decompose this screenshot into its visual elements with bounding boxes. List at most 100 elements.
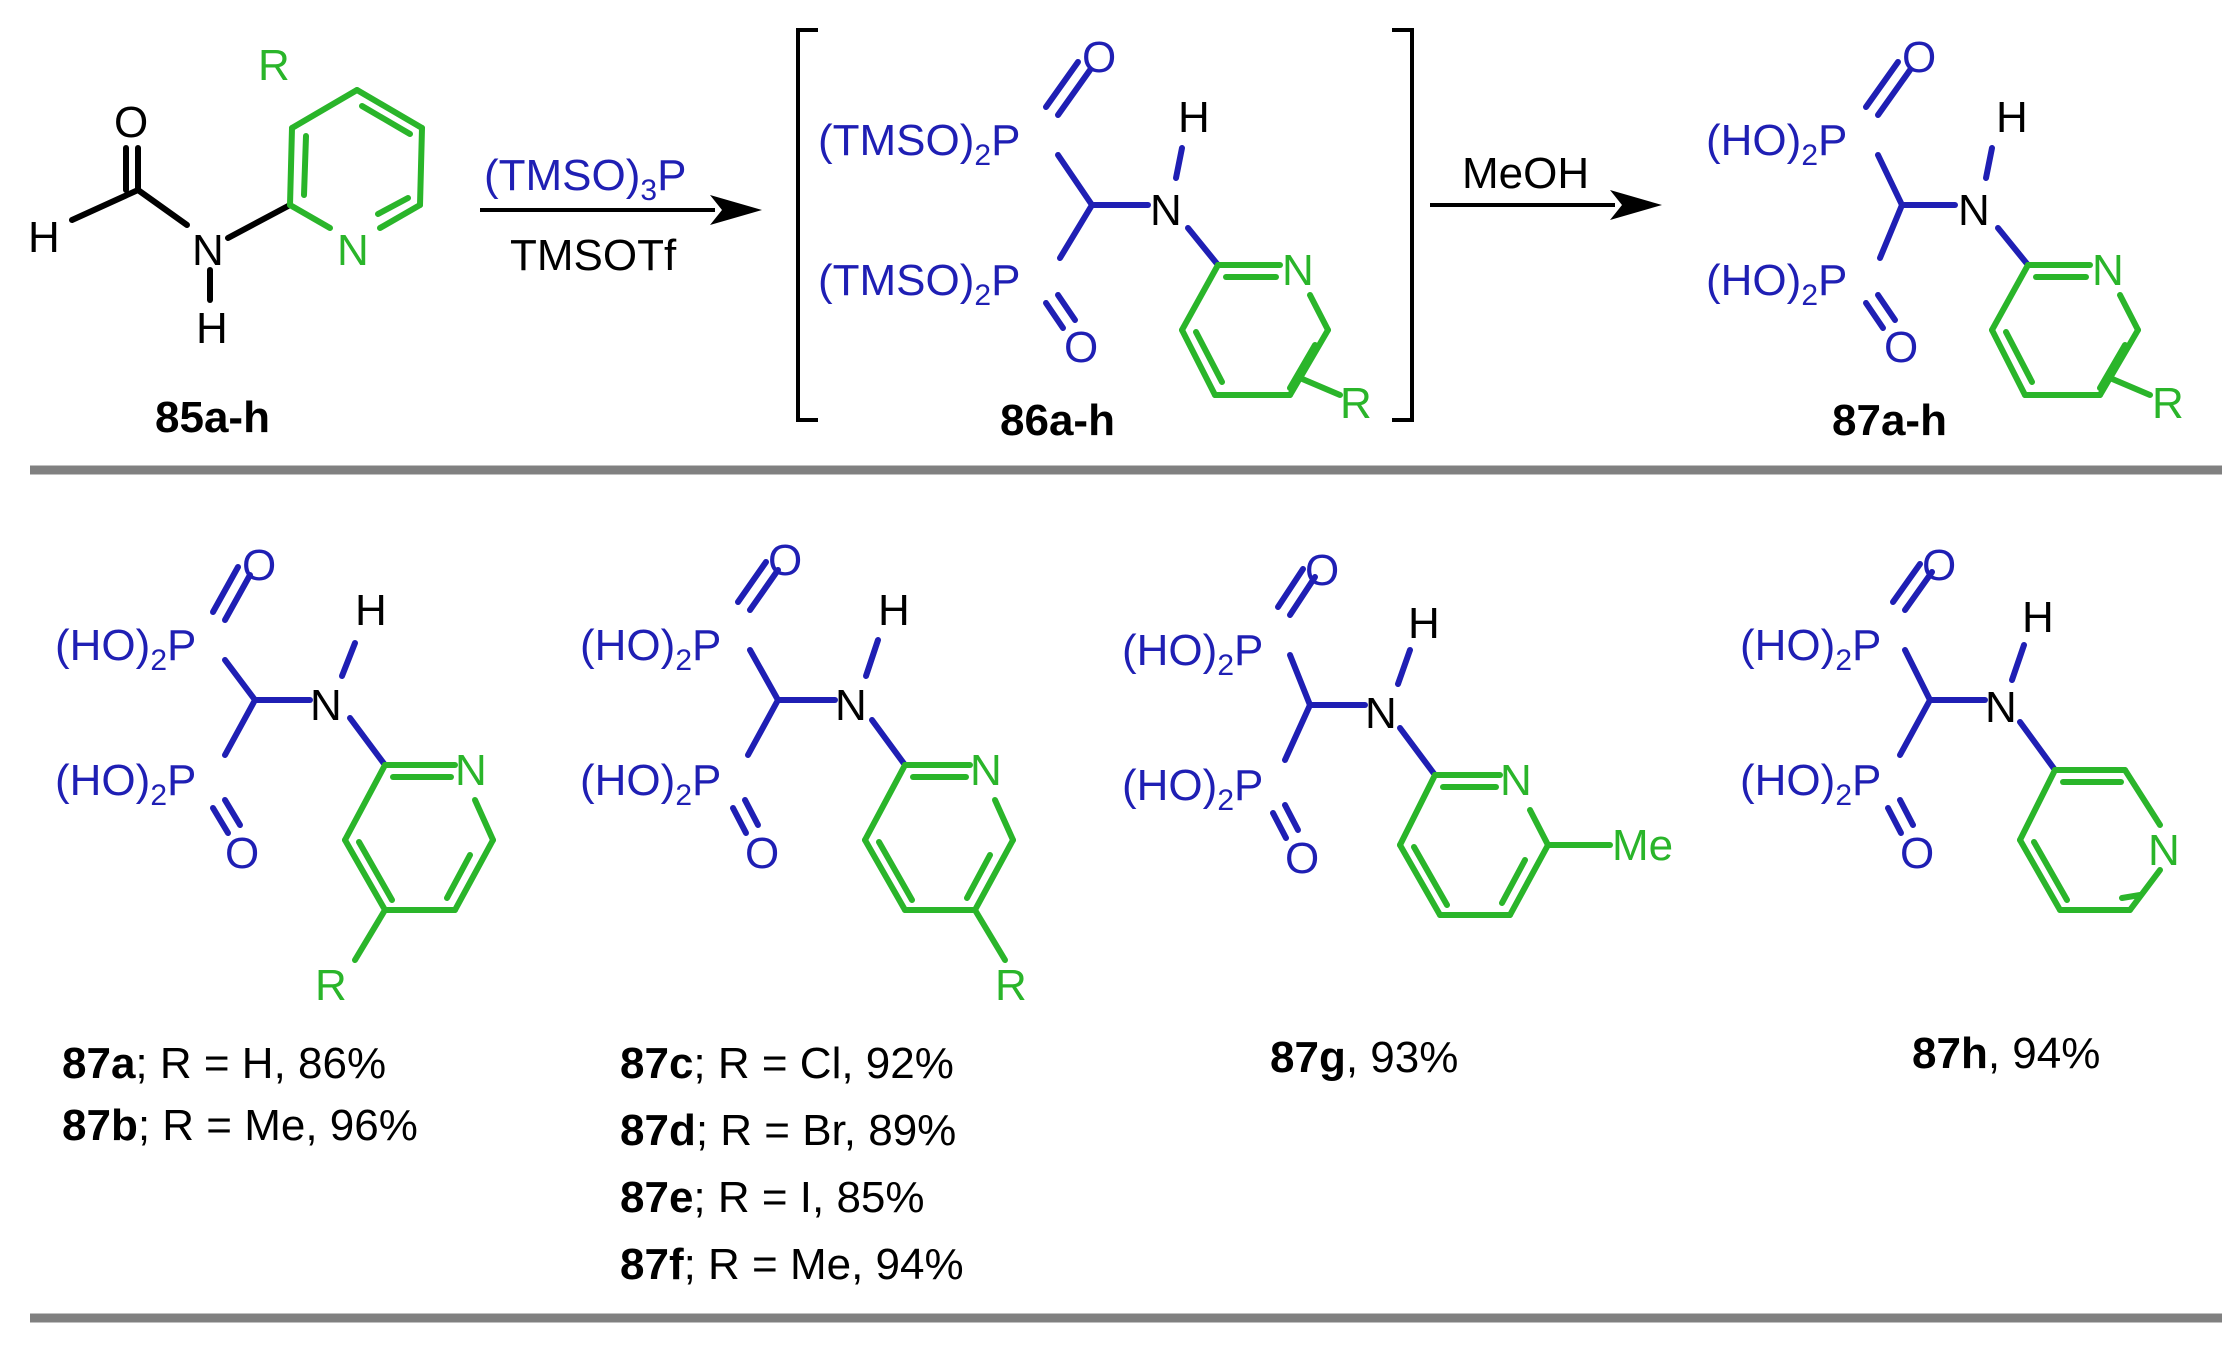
atom-r: R bbox=[2152, 379, 2184, 428]
atom-n: N bbox=[1958, 186, 1990, 235]
group-tmso: (TMSO) bbox=[818, 256, 974, 305]
compound-id: 87g bbox=[1270, 1033, 1346, 1082]
subscript-2: 2 bbox=[150, 779, 167, 812]
product-yield: ; R = I, 85% bbox=[693, 1173, 924, 1222]
atom-o: O bbox=[114, 98, 148, 147]
compound-87-general bbox=[1863, 59, 2153, 398]
atom-o: O bbox=[1900, 829, 1934, 878]
atom-p: P bbox=[991, 256, 1020, 305]
svg-text:87h, 94%: 87h, 94% bbox=[1912, 1029, 2100, 1078]
atom-h: H bbox=[355, 586, 387, 635]
atom-o: O bbox=[1902, 33, 1936, 82]
atom-p: P bbox=[1852, 621, 1881, 670]
atom-r: R bbox=[315, 961, 347, 1010]
product-yield: ; R = H, 86% bbox=[135, 1039, 386, 1088]
atom-p: P bbox=[692, 756, 721, 805]
arrow-2 bbox=[1430, 190, 1662, 220]
atom-p: P bbox=[1852, 756, 1881, 805]
atom-o: O bbox=[1285, 834, 1319, 883]
atom-h: H bbox=[1408, 599, 1440, 648]
svg-text:(HO)2P: (HO)2P bbox=[580, 621, 721, 677]
compound-label-85: 85a-h bbox=[155, 393, 270, 442]
atom-o: O bbox=[1305, 546, 1339, 595]
product-yield: ; R = Cl, 92% bbox=[693, 1039, 953, 1088]
atom-o: O bbox=[768, 536, 802, 585]
svg-text:(HO)2P: (HO)2P bbox=[55, 621, 196, 677]
group-ho: (HO) bbox=[1122, 626, 1217, 675]
compound-id: 87d bbox=[620, 1106, 696, 1155]
group-ho: (HO) bbox=[1706, 116, 1801, 165]
structure-87h bbox=[1885, 561, 2163, 913]
atom-o: O bbox=[1064, 323, 1098, 372]
atom-n: N bbox=[1365, 689, 1397, 738]
atom-o: O bbox=[745, 829, 779, 878]
group-ho: (HO) bbox=[1740, 756, 1835, 805]
atom-n: N bbox=[1282, 246, 1314, 295]
atom-p: P bbox=[1818, 116, 1847, 165]
group-ho: (HO) bbox=[580, 621, 675, 670]
product-yield: ; R = Me, 96% bbox=[138, 1101, 418, 1150]
atom-h: H bbox=[1996, 93, 2028, 142]
svg-text:87b; R = Me, 96%: 87b; R = Me, 96% bbox=[62, 1101, 418, 1150]
atom-p: P bbox=[167, 756, 196, 805]
group-ho: (HO) bbox=[580, 756, 675, 805]
atom-o: O bbox=[1922, 541, 1956, 590]
svg-text:(HO)2P: (HO)2P bbox=[580, 756, 721, 812]
svg-text:(HO)2P: (HO)2P bbox=[1706, 116, 1847, 172]
atom-n: N bbox=[835, 681, 867, 730]
reagent-p: P bbox=[657, 151, 686, 200]
atom-p: P bbox=[1234, 626, 1263, 675]
compound-id: 87h bbox=[1912, 1029, 1988, 1078]
subscript-2: 2 bbox=[1801, 279, 1818, 312]
svg-text:(HO)2P: (HO)2P bbox=[55, 756, 196, 812]
svg-text:(HO)2P: (HO)2P bbox=[1122, 761, 1263, 817]
atom-h: H bbox=[28, 213, 60, 262]
atom-p: P bbox=[692, 621, 721, 670]
subscript-2: 2 bbox=[675, 644, 692, 677]
atom-h: H bbox=[1178, 93, 1210, 142]
svg-text:87g, 93%: 87g, 93% bbox=[1270, 1033, 1458, 1082]
structure-87g bbox=[1270, 566, 1613, 918]
atom-p: P bbox=[1234, 761, 1263, 810]
svg-text:87c; R = Cl, 92%: 87c; R = Cl, 92% bbox=[620, 1039, 954, 1088]
subscript-2: 2 bbox=[1217, 784, 1234, 817]
compound-id: 87c bbox=[620, 1039, 693, 1088]
atom-n: N bbox=[1500, 756, 1532, 805]
atom-p: P bbox=[1818, 256, 1847, 305]
svg-text:(HO)2P: (HO)2P bbox=[1122, 626, 1263, 682]
reagent-subscript: 3 bbox=[640, 174, 657, 207]
product-yield: ; R = Br, 89% bbox=[696, 1106, 956, 1155]
atom-h: H bbox=[2022, 593, 2054, 642]
subscript-2: 2 bbox=[675, 779, 692, 812]
svg-text:87d; R = Br, 89%: 87d; R = Br, 89% bbox=[620, 1106, 956, 1155]
atom-h: H bbox=[196, 304, 228, 353]
atom-n: N bbox=[310, 681, 342, 730]
structure-87cf bbox=[730, 559, 1016, 963]
subscript-2: 2 bbox=[1217, 649, 1234, 682]
svg-text:87a; R = H, 86%: 87a; R = H, 86% bbox=[62, 1039, 386, 1088]
svg-text:87e; R = I, 85%: 87e; R = I, 85% bbox=[620, 1173, 925, 1222]
subscript-2: 2 bbox=[150, 644, 167, 677]
reagent-tmso: (TMSO) bbox=[484, 151, 640, 200]
subscript-2: 2 bbox=[1835, 644, 1852, 677]
subscript-2: 2 bbox=[974, 279, 991, 312]
compound-id: 87f bbox=[620, 1240, 684, 1289]
arrow-1 bbox=[480, 195, 762, 225]
group-ho: (HO) bbox=[55, 621, 150, 670]
atom-n: N bbox=[2092, 246, 2124, 295]
atom-n: N bbox=[455, 746, 487, 795]
atom-n: N bbox=[337, 226, 369, 275]
product-yield: , 94% bbox=[1988, 1029, 2101, 1078]
atom-o: O bbox=[1082, 33, 1116, 82]
compound-label-87: 87a-h bbox=[1832, 396, 1947, 445]
svg-text:(TMSO)2P: (TMSO)2P bbox=[818, 116, 1020, 172]
group-ho: (HO) bbox=[55, 756, 150, 805]
compound-id: 87a bbox=[62, 1039, 136, 1088]
atom-r: R bbox=[995, 961, 1027, 1010]
atom-n: N bbox=[2148, 826, 2180, 875]
subscript-2: 2 bbox=[1835, 779, 1852, 812]
svg-text:87f; R = Me, 94%: 87f; R = Me, 94% bbox=[620, 1240, 964, 1289]
atom-n: N bbox=[1150, 186, 1182, 235]
atom-n: N bbox=[192, 226, 224, 275]
subscript-2: 2 bbox=[974, 139, 991, 172]
